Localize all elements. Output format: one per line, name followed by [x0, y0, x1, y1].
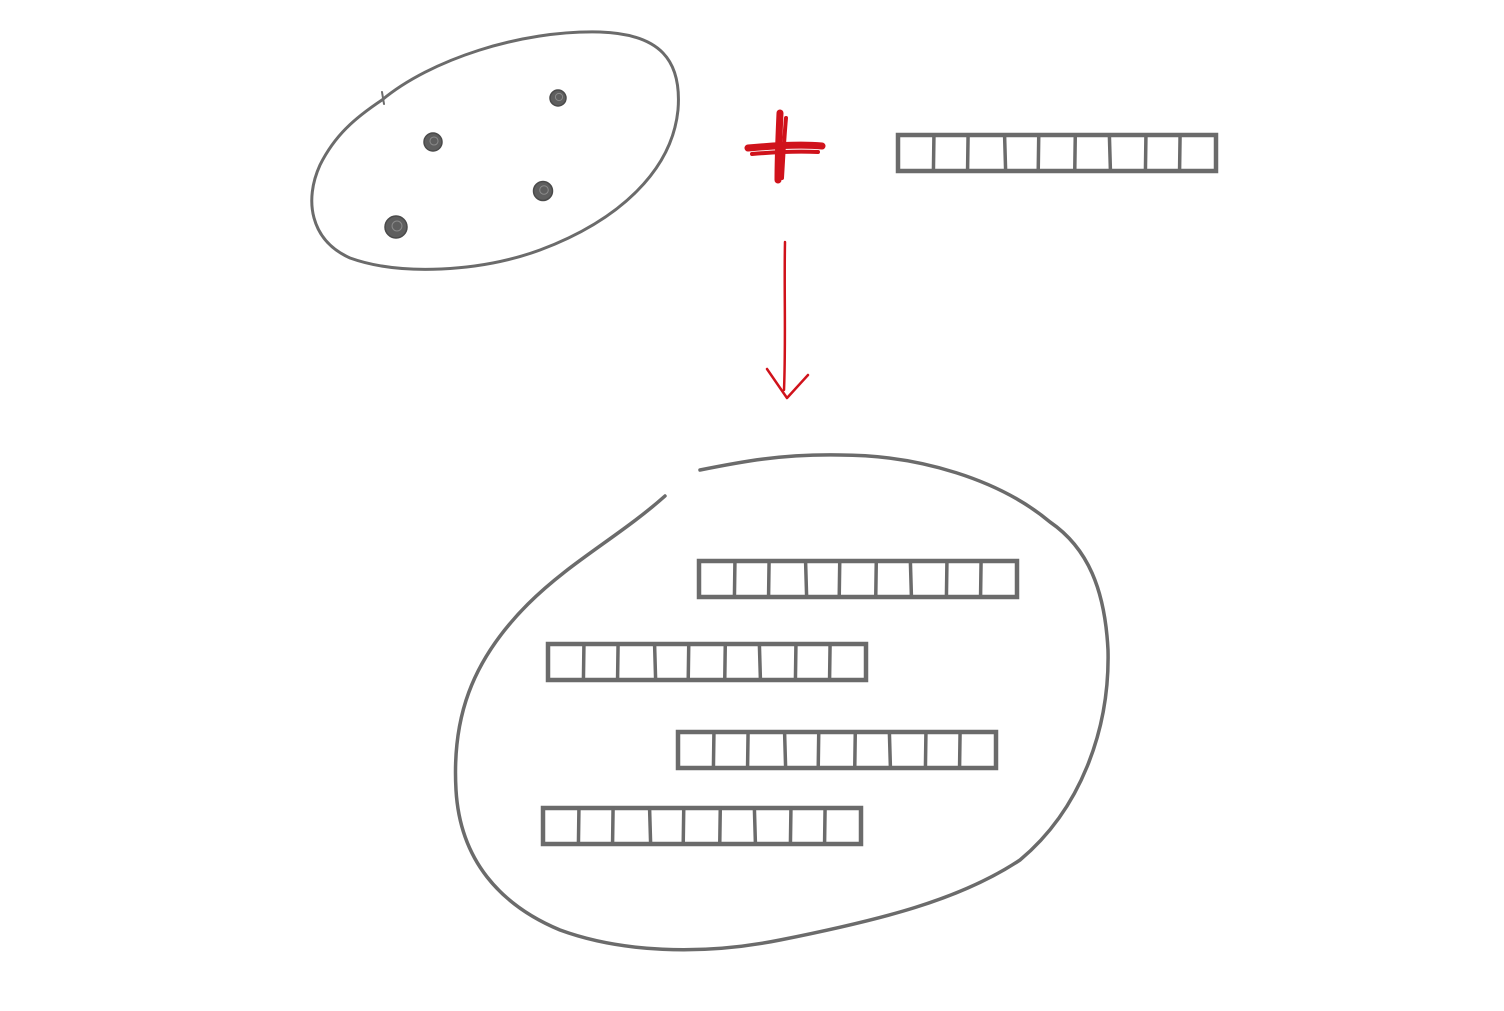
array-cell-divider — [827, 643, 832, 681]
array-cell-divider — [652, 643, 658, 681]
result-array — [675, 729, 999, 771]
array-cell-divider — [1177, 134, 1182, 172]
array-cell-divider — [1143, 134, 1148, 172]
point-dot-swirl — [539, 185, 549, 195]
array-cell-divider — [923, 731, 928, 769]
point-dot-swirl — [554, 92, 564, 102]
array-cell-divider — [757, 643, 763, 681]
array-cells — [895, 132, 1219, 174]
array-cell-divider — [837, 560, 842, 598]
point-dot-swirl — [429, 136, 439, 146]
array-cell-divider — [874, 560, 879, 598]
array-frame — [696, 558, 1020, 600]
array-cell-divider — [1073, 134, 1078, 172]
point-dot-swirl — [391, 220, 403, 232]
result-arrays — [540, 558, 1020, 847]
array-cell-divider — [610, 807, 615, 845]
plus-icon — [744, 109, 826, 184]
result-set — [453, 453, 1110, 952]
source-set — [310, 30, 680, 271]
array-cell-divider — [978, 560, 983, 598]
source-set-outline — [310, 30, 680, 271]
array-cell-divider — [732, 560, 737, 598]
array-cell-divider — [908, 560, 914, 598]
array-cell-divider — [816, 731, 821, 769]
array-cell-divider — [1036, 134, 1041, 172]
array-cell-divider — [647, 807, 653, 845]
result-set-outline — [453, 453, 1110, 952]
array-cell-divider — [803, 560, 809, 598]
result-array — [696, 558, 1020, 600]
array-cell-divider — [957, 731, 962, 769]
array-cell-divider — [965, 134, 970, 172]
array-cell-divider — [711, 731, 716, 769]
array-cell-divider — [788, 807, 793, 845]
source-dots — [384, 89, 567, 239]
array-cell-divider — [782, 731, 788, 769]
result-array — [545, 641, 869, 683]
array-cell-divider — [752, 807, 758, 845]
array-cell-divider — [887, 731, 893, 769]
array-cell-divider — [686, 643, 691, 681]
array-cell-divider — [766, 560, 771, 598]
array-frame — [895, 132, 1219, 174]
point-dot — [549, 89, 567, 107]
array-frame — [675, 729, 999, 771]
arrow-down-icon — [765, 240, 810, 400]
array-cell-divider — [853, 731, 858, 769]
array-cell-divider — [681, 807, 686, 845]
array-cell-divider — [723, 643, 728, 681]
array-frame — [540, 805, 864, 847]
array-cell-divider — [581, 643, 586, 681]
array-cell-divider — [931, 134, 936, 172]
array-cell-divider — [793, 643, 798, 681]
result-array — [540, 805, 864, 847]
source-array — [895, 132, 1219, 174]
array-cell-divider — [1002, 134, 1008, 172]
array-cell-divider — [718, 807, 723, 845]
array-cell-divider — [822, 807, 827, 845]
array-frame — [545, 641, 869, 683]
array-cell-divider — [944, 560, 949, 598]
array-cell-divider — [745, 731, 750, 769]
array-cell-divider — [1107, 134, 1113, 172]
source-set-tick — [381, 91, 385, 105]
point-dot — [423, 132, 443, 152]
array-cell-divider — [615, 643, 620, 681]
point-dot — [384, 215, 408, 239]
array-cell-divider — [576, 807, 581, 845]
point-dot — [532, 180, 554, 202]
